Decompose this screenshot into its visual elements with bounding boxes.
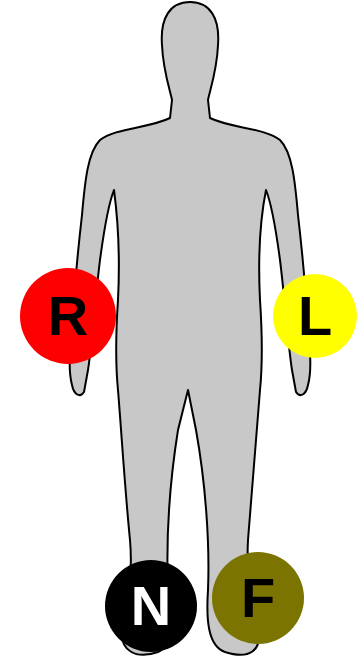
neutral-electrode: N [105, 560, 197, 652]
electrode-letter: R [48, 288, 88, 344]
electrode-fill [212, 552, 304, 644]
electrode-fill [273, 274, 357, 358]
electrode-letter: F [241, 570, 275, 626]
electrode-letter: N [131, 578, 171, 634]
foot-electrode: F [212, 552, 304, 644]
left-arm-electrode: L [273, 274, 357, 358]
electrode-letter: L [298, 288, 332, 344]
right-arm-electrode: R [20, 268, 116, 364]
electrode-fill [20, 268, 116, 364]
electrode-fill [105, 560, 197, 652]
